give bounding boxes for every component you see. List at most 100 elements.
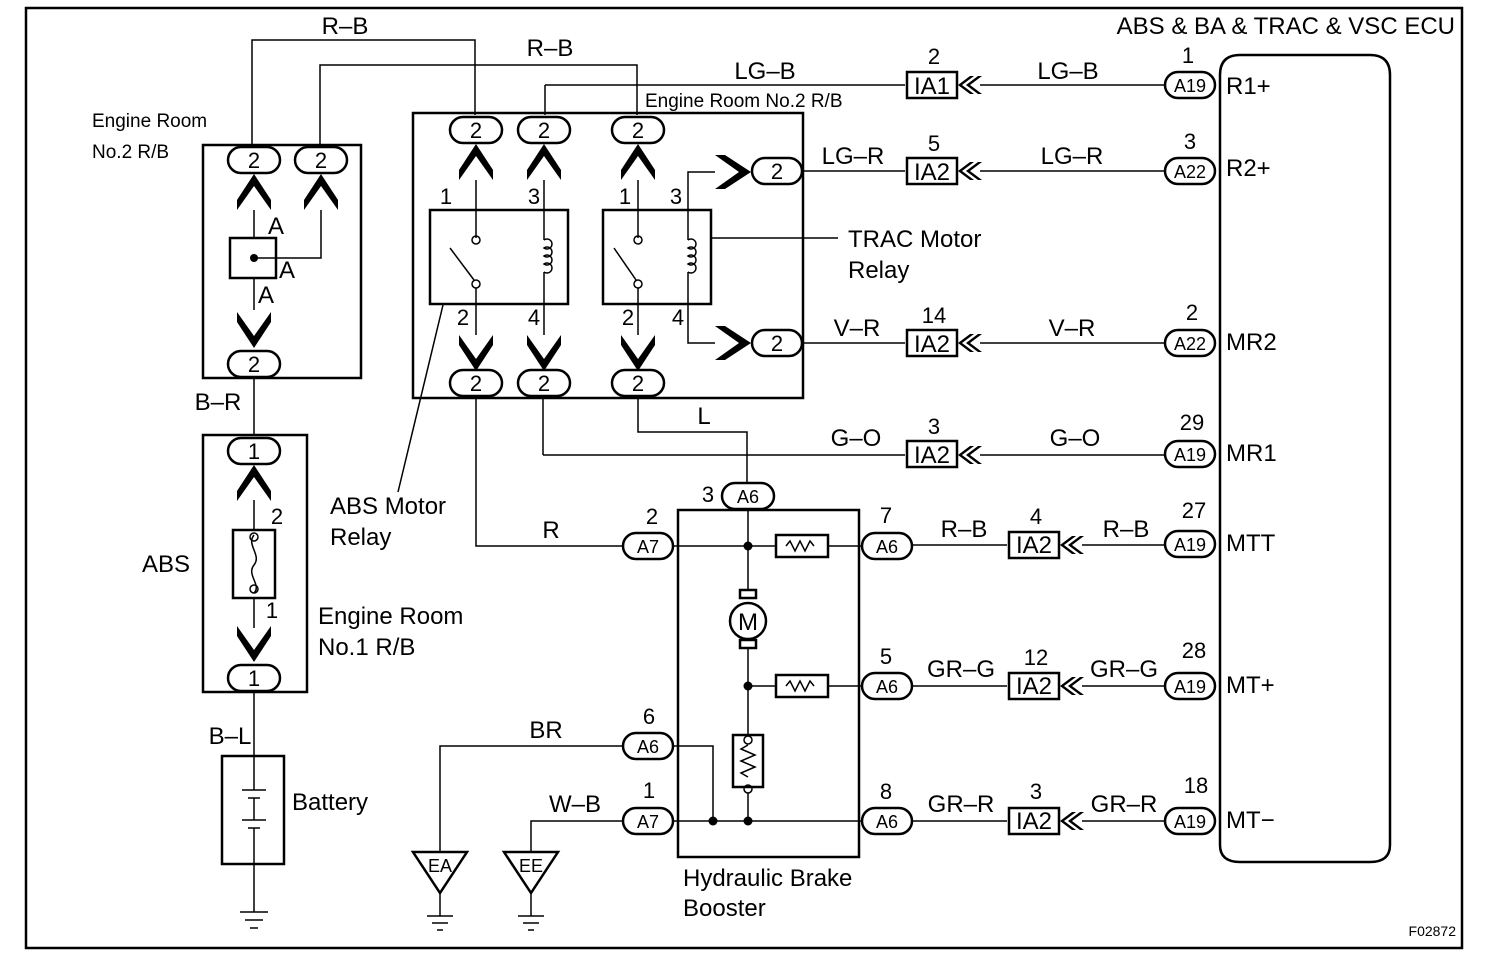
trac-relay-callout: TRAC Motor Relay (711, 226, 981, 284)
svg-text:6: 6 (643, 704, 655, 729)
svg-text:LG–B: LG–B (1037, 58, 1098, 85)
svg-text:A: A (258, 282, 274, 309)
svg-text:GR–G: GR–G (927, 656, 995, 683)
svg-text:Battery: Battery (292, 789, 368, 816)
svg-text:MR1: MR1 (1226, 440, 1277, 467)
svg-text:1: 1 (1182, 43, 1194, 68)
svg-text:G–O: G–O (1050, 425, 1101, 452)
junction-ia1-row-r1: 2 IA1 LG–B LG–B (544, 44, 1165, 115)
svg-text:2: 2 (271, 504, 283, 529)
engine-room-2-rb-relays: Engine Room No.2 R/B 2 2 2 1 3 2 4 1 3 (411, 91, 843, 400)
svg-text:A19: A19 (1174, 445, 1206, 465)
hydraulic-brake-booster: 3 A6 M 2 A7 6 (621, 481, 914, 922)
ecu-terminal-mr1: 29 A19 MR1 (1163, 410, 1277, 469)
engine-room-2-rb-left: Engine Room No.2 R/B 2 2 A A A 2 B–R (92, 111, 363, 436)
svg-text:1: 1 (266, 598, 278, 623)
svg-text:28: 28 (1182, 638, 1206, 663)
ecu-terminal-mtt: 27 A19 MTT (1163, 498, 1276, 559)
wires-to-booster: R L (475, 397, 748, 547)
svg-text:14: 14 (922, 303, 946, 328)
svg-text:A7: A7 (637, 537, 659, 557)
svg-text:1: 1 (440, 184, 452, 209)
figure-id: F02872 (1409, 923, 1457, 939)
svg-text:R–B: R–B (322, 13, 369, 40)
junction-ia2-row-mr1: 3 IA2 G–O G–O (542, 398, 1165, 469)
ground-ee: W–B EE (501, 791, 623, 931)
svg-text:R–B: R–B (941, 516, 988, 543)
svg-text:8: 8 (880, 779, 892, 804)
svg-text:3: 3 (928, 414, 940, 439)
svg-text:V–R: V–R (834, 315, 881, 342)
svg-text:A19: A19 (1174, 535, 1206, 555)
svg-text:5: 5 (880, 644, 892, 669)
ecu: ABS & BA & TRAC & VSC ECU (1117, 13, 1455, 864)
svg-text:4: 4 (1030, 504, 1042, 529)
svg-text:3: 3 (1030, 779, 1042, 804)
svg-text:1: 1 (619, 184, 631, 209)
svg-text:2: 2 (315, 148, 327, 173)
svg-text:IA1: IA1 (914, 73, 950, 100)
svg-text:TRAC Motor: TRAC Motor (848, 226, 981, 253)
svg-text:A6: A6 (876, 812, 898, 832)
svg-text:MTT: MTT (1226, 530, 1276, 557)
svg-text:A7: A7 (637, 812, 659, 832)
svg-text:A22: A22 (1174, 334, 1206, 354)
svg-text:ABS Motor: ABS Motor (330, 493, 446, 520)
svg-text:1: 1 (248, 666, 260, 691)
svg-text:Relay: Relay (848, 257, 909, 284)
svg-text:2: 2 (538, 371, 550, 396)
svg-text:12: 12 (1024, 645, 1048, 670)
svg-text:M: M (738, 609, 758, 636)
svg-text:IA2: IA2 (914, 159, 950, 186)
svg-text:2: 2 (622, 305, 634, 330)
svg-text:R–B: R–B (527, 35, 574, 62)
svg-text:B–L: B–L (209, 723, 252, 750)
svg-text:27: 27 (1182, 498, 1206, 523)
svg-text:L: L (697, 403, 710, 430)
svg-text:7: 7 (880, 503, 892, 528)
svg-text:R–B: R–B (1103, 516, 1150, 543)
svg-text:2: 2 (646, 504, 658, 529)
svg-text:LG–R: LG–R (1041, 143, 1104, 170)
svg-text:A: A (279, 257, 295, 284)
svg-text:4: 4 (528, 305, 540, 330)
svg-text:IA2: IA2 (1016, 808, 1052, 835)
svg-text:1: 1 (643, 778, 655, 803)
svg-text:No.2 R/B: No.2 R/B (92, 142, 169, 163)
svg-text:A19: A19 (1174, 677, 1206, 697)
svg-text:3: 3 (528, 184, 540, 209)
svg-text:B–R: B–R (195, 389, 242, 416)
junction-ia2-row-mt-minus: 3 IA2 GR–R GR–R (913, 779, 1165, 836)
ecu-terminal-mr2: 2 A22 MR2 (1163, 300, 1277, 358)
svg-text:GR–R: GR–R (1091, 791, 1158, 818)
svg-text:2: 2 (1186, 300, 1198, 325)
svg-text:A: A (268, 213, 284, 240)
diagram-frame (24, 6, 1464, 950)
svg-text:LG–R: LG–R (822, 143, 885, 170)
svg-text:2: 2 (928, 44, 940, 69)
junction-ia2-row-r2: 5 IA2 LG–R LG–R (803, 131, 1165, 186)
svg-text:GR–R: GR–R (928, 791, 995, 818)
svg-text:3: 3 (702, 482, 714, 507)
svg-text:29: 29 (1180, 410, 1204, 435)
junction-ia2-row-mt-plus: 12 IA2 GR–G GR–G (913, 645, 1165, 701)
svg-text:A6: A6 (737, 487, 759, 507)
svg-text:IA2: IA2 (1016, 532, 1052, 559)
svg-text:R1+: R1+ (1226, 73, 1271, 100)
engine-room-1-rb: 1 2 1 1 ABS Engine Room No.1 R/B (142, 433, 463, 694)
svg-text:2: 2 (771, 331, 783, 356)
svg-text:A6: A6 (637, 737, 659, 757)
ecu-title: ABS & BA & TRAC & VSC ECU (1117, 13, 1455, 40)
ecu-terminal-r1: 1 A19 R1+ (1163, 43, 1271, 100)
battery: B–L Battery (209, 691, 368, 929)
svg-text:A19: A19 (1174, 76, 1206, 96)
svg-text:Hydraulic Brake: Hydraulic Brake (683, 865, 852, 892)
svg-text:MR2: MR2 (1226, 329, 1277, 356)
ecu-terminal-mt-plus: 28 A19 MT+ (1163, 638, 1275, 701)
svg-text:3: 3 (1184, 129, 1196, 154)
svg-text:R: R (542, 517, 559, 544)
svg-text:2: 2 (470, 118, 482, 143)
svg-text:EA: EA (428, 856, 452, 876)
svg-text:G–O: G–O (831, 425, 882, 452)
svg-text:BR: BR (529, 717, 562, 744)
